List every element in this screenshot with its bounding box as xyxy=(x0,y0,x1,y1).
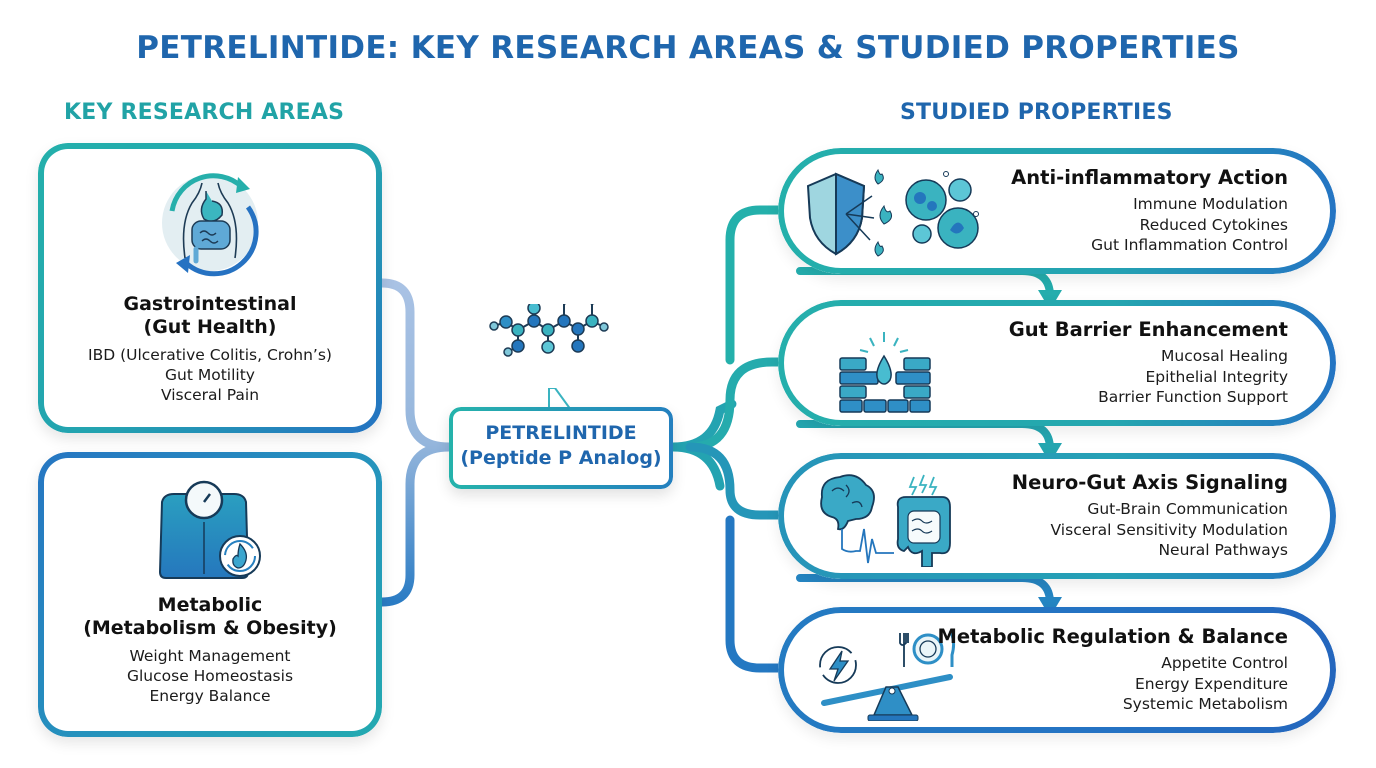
property-item: Gut-Brain Communication xyxy=(1087,500,1288,518)
research-area-title: Metabolic xyxy=(157,594,263,616)
property-item: Barrier Function Support xyxy=(1098,388,1288,406)
property-item: Gut Inflammation Control xyxy=(1091,236,1288,254)
research-area-item: Weight Management xyxy=(129,647,291,665)
research-area-subtitle: (Metabolism & Obesity) xyxy=(83,617,337,639)
property-item: Immune Modulation xyxy=(1133,195,1288,213)
research-area-metabolic: Metabolic (Metabolism & Obesity) Weight … xyxy=(38,452,382,737)
gut-health-icon xyxy=(162,173,259,277)
central-node-subtitle: (Peptide P Analog) xyxy=(460,447,662,469)
property-item: Systemic Metabolism xyxy=(1122,695,1288,713)
property-item: Visceral Sensitivity Modulation xyxy=(1050,520,1288,539)
research-area-subtitle: (Gut Health) xyxy=(143,316,277,338)
research-area-gastrointestinal: Gastrointestinal (Gut Health) IBD (Ulcer… xyxy=(38,143,382,433)
property-gut-barrier: Gut Barrier Enhancement Mucosal Healing … xyxy=(778,300,1336,426)
property-neuro-gut-axis: Neuro-Gut Axis Signaling Gut-Brain Commu… xyxy=(778,453,1336,579)
research-area-title: Gastrointestinal xyxy=(123,293,297,315)
studied-properties-heading: STUDIED PROPERTIES xyxy=(900,100,1173,125)
connector-right-second xyxy=(685,357,783,452)
connector-left-bracket xyxy=(377,278,454,607)
property-item: Reduced Cytokines xyxy=(1139,215,1288,234)
molecule-icon xyxy=(489,304,609,357)
property-item: Neural Pathways xyxy=(1158,541,1288,559)
central-node-title: PETRELINTIDE xyxy=(485,422,637,444)
key-research-areas-heading: KEY RESEARCH AREAS xyxy=(64,100,345,125)
research-area-item: Gut Motility xyxy=(165,366,255,384)
property-metabolic-regulation: Metabolic Regulation & Balance Appetite … xyxy=(778,607,1336,733)
connector-right-bottom xyxy=(725,515,783,673)
pill-link-2-3 xyxy=(796,420,1054,453)
property-title: Gut Barrier Enhancement xyxy=(1008,318,1288,341)
pill-link-1-2 xyxy=(796,267,1054,300)
property-item: Appetite Control xyxy=(1161,654,1288,672)
property-title: Metabolic Regulation & Balance xyxy=(937,625,1288,648)
research-area-item: Glucose Homeostasis xyxy=(126,667,294,685)
property-anti-inflammatory: Anti-inflammatory Action Immune Modulati… xyxy=(778,148,1336,274)
property-item: Mucosal Healing xyxy=(1161,347,1288,365)
connector-right-top xyxy=(725,205,783,365)
central-node-petrelintide: PETRELINTIDE (Peptide P Analog) xyxy=(449,407,673,489)
shield-immune-cells-icon xyxy=(806,168,979,257)
connector-right-third xyxy=(685,442,783,520)
pill-link-3-4 xyxy=(796,574,1054,607)
property-title: Anti-inflammatory Action xyxy=(1011,166,1288,189)
weight-scale-metabolism-icon xyxy=(158,480,261,579)
connector-right-trunk xyxy=(668,399,737,491)
brick-wall-droplet-icon xyxy=(839,332,931,413)
research-area-item: Visceral Pain xyxy=(160,386,260,404)
brain-gut-signal-icon xyxy=(820,474,951,567)
property-item: Epithelial Integrity xyxy=(1145,367,1289,386)
page-title: PETRELINTIDE: KEY RESEARCH AREAS & STUDI… xyxy=(136,30,1240,66)
balance-plate-energy-icon xyxy=(819,630,956,721)
research-area-item: IBD (Ulcerative Colitis, Crohn’s) xyxy=(88,346,332,364)
property-title: Neuro-Gut Axis Signaling xyxy=(1011,471,1288,494)
research-area-item: Energy Balance xyxy=(149,687,271,705)
property-item: Energy Expenditure xyxy=(1135,674,1288,693)
